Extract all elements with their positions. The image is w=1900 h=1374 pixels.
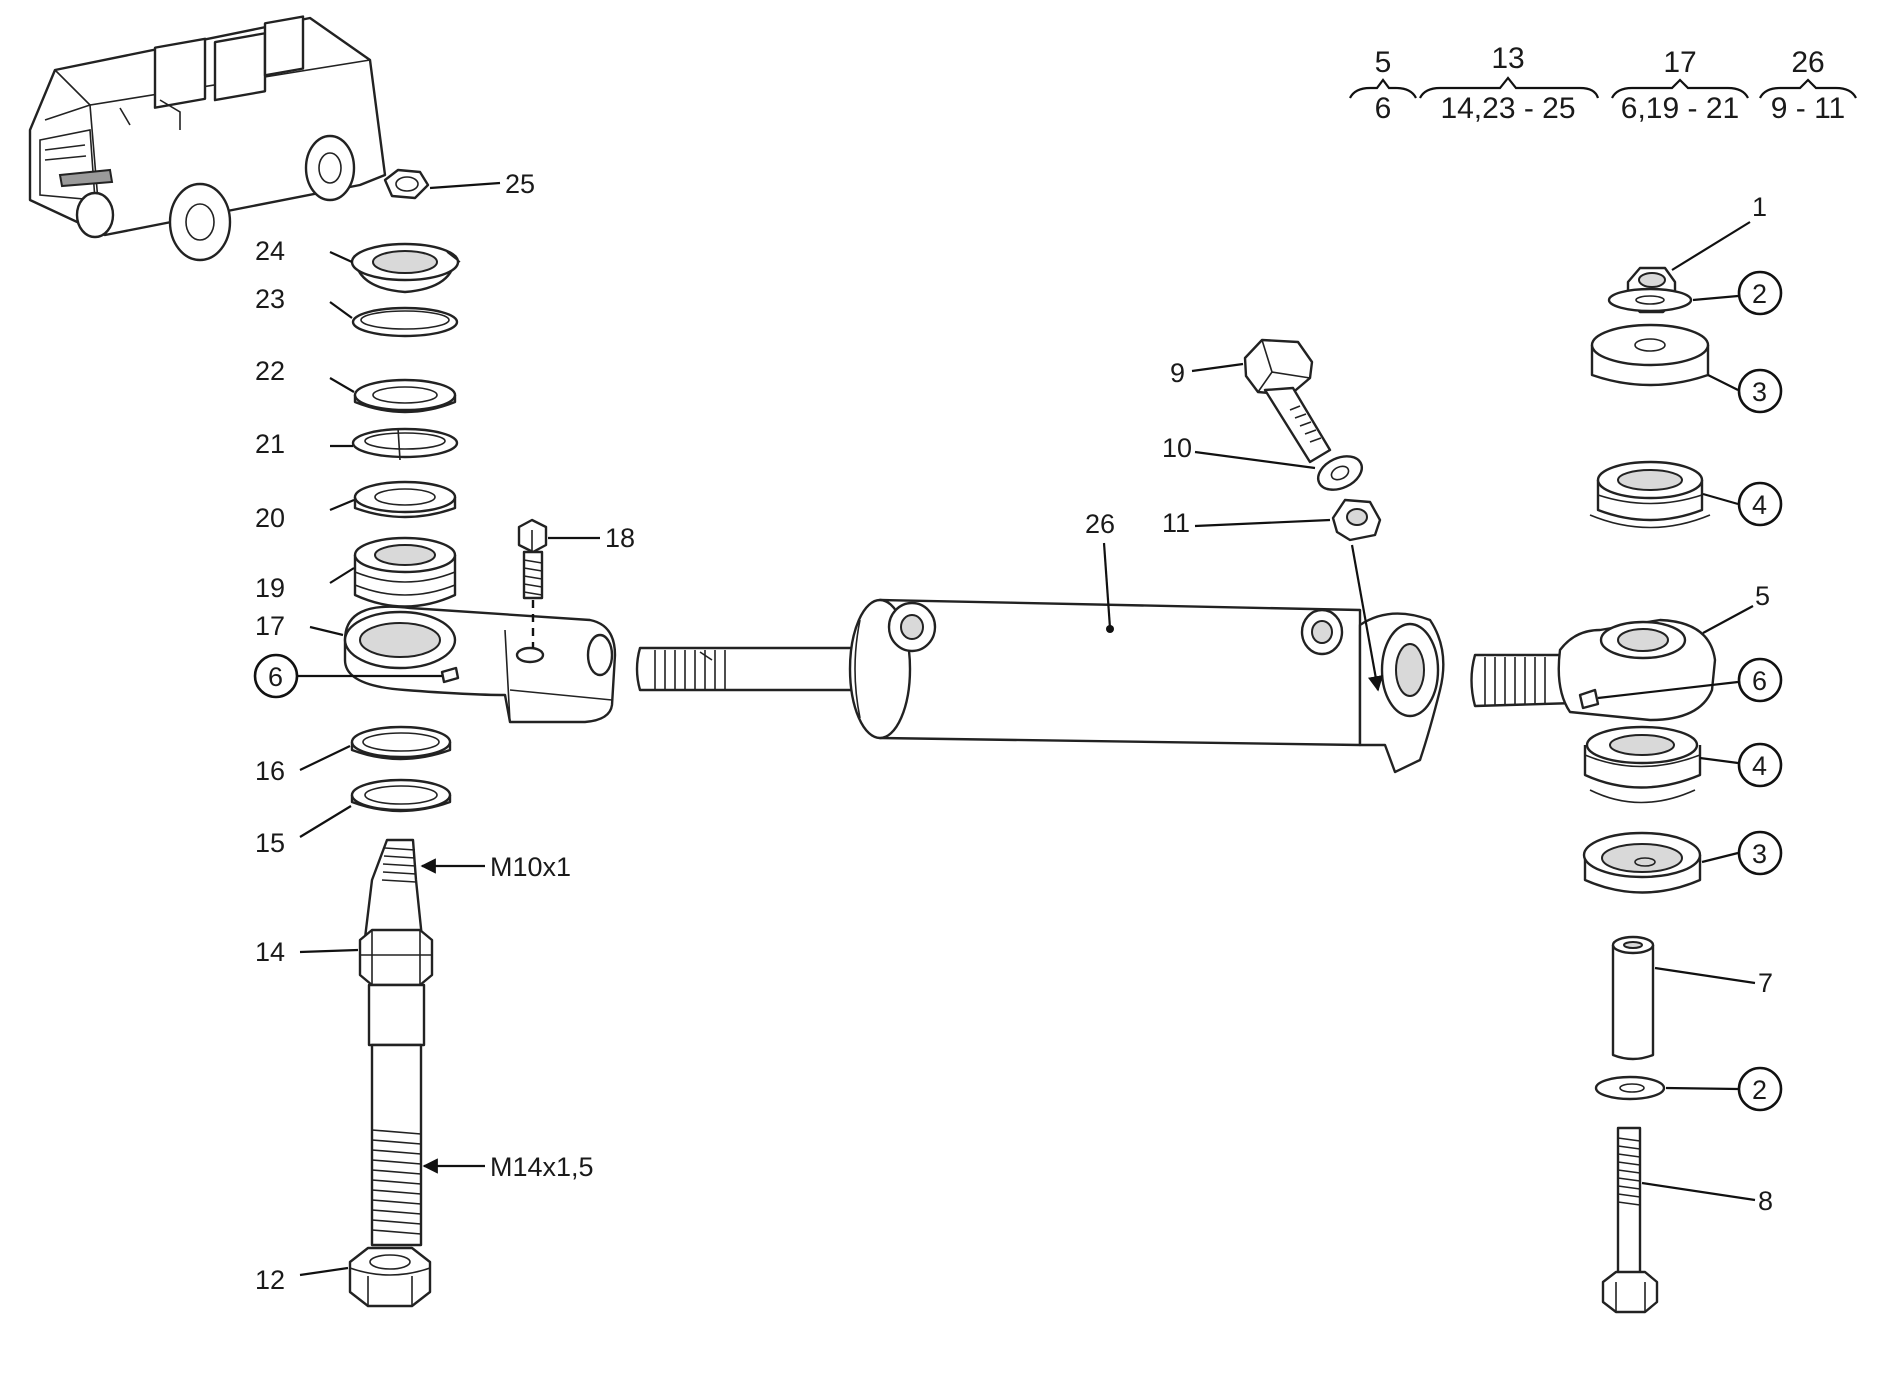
label-2-bottom: 2: [1752, 1075, 1767, 1105]
washer-2-bottom: [1594, 1075, 1666, 1101]
label-4-top: 4: [1752, 490, 1767, 520]
group-3-bottom: 9 - 11: [1771, 92, 1846, 125]
eye-end-5: [1470, 618, 1717, 722]
washer-20: [353, 480, 457, 519]
group-2: 17 6,19 - 21: [1611, 46, 1749, 125]
nut-12: [348, 1246, 432, 1308]
thread-lower-label: M14x1,5: [490, 1152, 594, 1182]
nut-11: [1331, 498, 1382, 542]
group-1: 13 14,23 - 25: [1419, 42, 1600, 125]
label-20: 20: [255, 503, 285, 533]
bolt-8: [1601, 1126, 1659, 1314]
group-2-bottom: 6,19 - 21: [1621, 92, 1739, 125]
group-0: 5 6: [1349, 46, 1417, 125]
sleeve-7: [1611, 935, 1655, 1061]
group-legend: 5 6 13 14,23 - 25 17 6,19 - 21 26 9 - 11: [1349, 42, 1857, 125]
group-0-top: 5: [1375, 46, 1392, 79]
rubber-washer-3-bottom: [1582, 831, 1702, 894]
label-6-right: 6: [1752, 666, 1767, 696]
label-23: 23: [255, 284, 285, 314]
ring-16: [350, 725, 452, 761]
rubber-cap-24: [350, 242, 461, 294]
ring-15: [350, 778, 452, 813]
rubber-bushing-4-bottom: [1583, 725, 1702, 804]
label-1: 1: [1752, 192, 1767, 222]
label-19: 19: [255, 573, 285, 603]
label-3-top: 3: [1752, 377, 1767, 407]
washer-10: [1317, 455, 1363, 491]
label-26: 26: [1085, 509, 1115, 539]
damper-cylinder-26: [848, 598, 1445, 774]
washer-22: [353, 378, 457, 414]
label-8: 8: [1758, 1186, 1773, 1216]
label-11: 11: [1162, 508, 1190, 538]
stud-14: [358, 838, 434, 1247]
label-18: 18: [605, 523, 635, 553]
piston-rod: [635, 646, 862, 692]
washer-2-top: [1607, 287, 1693, 313]
bolt-18: [517, 518, 548, 648]
label-3-bottom: 3: [1752, 839, 1767, 869]
clamp-arm-17: [343, 605, 617, 724]
group-3-top: 26: [1791, 46, 1824, 79]
ring-23: [351, 306, 459, 338]
rubber-bushing-19: [353, 536, 457, 608]
label-15: 15: [255, 828, 285, 858]
label-24: 24: [255, 236, 285, 266]
label-9: 9: [1170, 358, 1185, 388]
label-14: 14: [255, 937, 285, 967]
label-17: 17: [255, 611, 285, 641]
thread-upper-label: M10x1: [490, 852, 571, 882]
split-ring-21: [351, 427, 459, 461]
callout-circles: [253, 270, 1783, 1112]
group-3: 26 9 - 11: [1759, 46, 1857, 125]
label-6-left: 6: [268, 662, 283, 692]
group-2-top: 17: [1663, 46, 1696, 79]
label-5: 5: [1755, 581, 1770, 611]
leader-lines: [297, 181, 1756, 1277]
label-7: 7: [1758, 968, 1773, 998]
label-16: 16: [255, 756, 285, 786]
label-4-bottom: 4: [1752, 751, 1767, 781]
nut-25: [383, 168, 430, 200]
bolt-9: [1243, 338, 1332, 464]
label-10: 10: [1162, 433, 1192, 463]
label-21: 21: [255, 429, 285, 459]
part-labels: 25 24 23 22 21 20 19 17 6 18 16 15 14 12…: [255, 169, 1773, 1295]
label-25: 25: [505, 169, 535, 199]
label-22: 22: [255, 356, 285, 386]
group-0-bottom: 6: [1375, 92, 1392, 125]
label-12: 12: [255, 1265, 285, 1295]
rubber-bushing-4-top: [1589, 460, 1711, 529]
group-1-bottom: 14,23 - 25: [1440, 92, 1575, 125]
label-2-top: 2: [1752, 279, 1767, 309]
rubber-washer-3-top: [1590, 323, 1710, 387]
group-1-top: 13: [1491, 42, 1524, 75]
vehicle-thumbnail: [28, 15, 387, 262]
